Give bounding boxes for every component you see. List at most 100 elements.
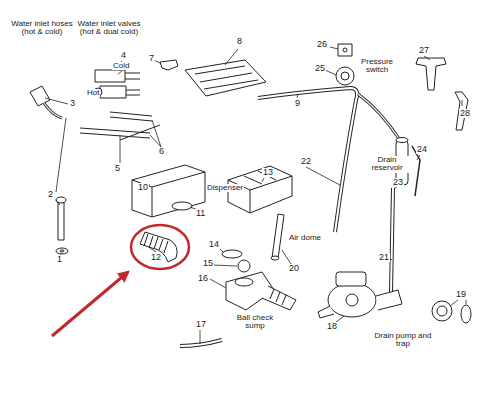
inlet-valve-stroke xyxy=(100,86,126,98)
pressure-hose xyxy=(258,88,357,232)
dispenser-top xyxy=(185,60,266,96)
inlet-valve-stroke xyxy=(125,73,140,95)
leader-line-stroke xyxy=(330,47,338,49)
pump-trap-stroke xyxy=(461,305,471,323)
dispenser-top-stroke xyxy=(195,66,258,89)
callout-number: 25 xyxy=(314,64,326,73)
valve-tube-stroke xyxy=(110,112,152,121)
clip xyxy=(160,60,178,70)
inlet-valve xyxy=(94,70,140,98)
callout-number: 27 xyxy=(418,46,430,55)
callout-number: 26 xyxy=(316,40,328,49)
part-name: Drain reservoir xyxy=(364,156,410,173)
part-name: Pressure switch xyxy=(356,58,398,75)
exploded-view-stroke xyxy=(30,44,471,346)
leader-line-stroke xyxy=(417,155,420,160)
callout-number: 2 xyxy=(47,190,54,199)
leader-line-stroke xyxy=(120,135,121,163)
leader-line xyxy=(45,47,466,344)
sump-stroke xyxy=(270,289,286,305)
callout-number: 1 xyxy=(56,255,63,264)
leader-line-stroke xyxy=(306,167,340,185)
callout-number: 16 xyxy=(197,274,209,283)
leader-line-stroke xyxy=(200,330,201,344)
leader-line-stroke xyxy=(150,248,156,252)
callout-number: 13 xyxy=(262,168,274,177)
leader-line-stroke xyxy=(424,56,430,60)
callout-number: 20 xyxy=(288,264,300,273)
air-dome-stroke xyxy=(271,256,279,260)
hose-stroke xyxy=(180,340,222,346)
drain-tube xyxy=(391,188,393,292)
drain-reservoir-stroke xyxy=(396,138,408,143)
callout-number: 23 xyxy=(392,178,404,187)
callout-number: 14 xyxy=(208,240,220,249)
leader-line-stroke xyxy=(450,300,466,306)
leader-line-stroke xyxy=(118,71,122,74)
inlet-valve-stroke xyxy=(95,70,125,82)
sump-stroke xyxy=(262,286,296,310)
callout-number: Hot xyxy=(86,89,100,97)
inlet-hose-stroke xyxy=(30,86,50,106)
pressure-hose-stroke xyxy=(258,88,357,232)
callout-number: 4 xyxy=(120,51,127,60)
callout-number: Cold xyxy=(112,62,130,70)
inlet-hose-stroke xyxy=(44,103,62,118)
callout-number: 12 xyxy=(150,253,162,262)
callout-number: 5 xyxy=(114,164,121,173)
pressure-switch-stroke xyxy=(338,44,352,56)
drain-tube-stroke xyxy=(391,188,393,292)
hose-stroke xyxy=(180,340,222,346)
drain-reservoir-stroke xyxy=(358,94,400,140)
drain-pump xyxy=(318,272,402,318)
pressure-switch xyxy=(336,44,354,85)
callout-number: 24 xyxy=(416,145,428,154)
highlight-arrow xyxy=(52,272,128,336)
drain-tube-stroke xyxy=(391,188,393,292)
inlet-hose-stroke xyxy=(58,200,64,240)
ring xyxy=(172,202,192,210)
callout-number: 21 xyxy=(378,253,390,262)
bellows-hose xyxy=(140,232,177,262)
highlight xyxy=(52,225,189,336)
ball xyxy=(238,260,250,272)
drain-pump-stroke xyxy=(346,294,358,306)
inlet-hose xyxy=(30,86,68,254)
callout-number: 18 xyxy=(326,322,338,331)
pressure-hose-stroke xyxy=(258,88,357,232)
part-name: Drain pump and trap xyxy=(370,332,436,349)
part-name: Ball check sump xyxy=(234,314,276,331)
part-name: Air dome xyxy=(284,234,326,242)
pump-trap xyxy=(432,301,471,323)
gasket xyxy=(222,250,242,258)
callout-number: 17 xyxy=(195,320,207,329)
part-name: Water inlet hoses (hot & cold) xyxy=(8,20,76,37)
bellows-hose-stroke xyxy=(140,232,177,262)
leader-line-stroke xyxy=(262,178,264,182)
leader-line-stroke xyxy=(325,70,336,75)
pump-trap-stroke xyxy=(437,306,447,316)
hose xyxy=(180,340,222,346)
callout-number: 10 xyxy=(137,183,149,192)
bracket xyxy=(416,58,446,90)
air-dome xyxy=(271,214,284,260)
callout-number: 7 xyxy=(148,54,155,63)
bellows-hose-stroke xyxy=(144,234,168,253)
inlet-hose-stroke xyxy=(60,250,64,252)
drain-pump-stroke xyxy=(318,306,334,318)
drain-pump-stroke xyxy=(328,283,376,317)
leader-line-stroke xyxy=(225,49,238,65)
leader-line-stroke xyxy=(213,265,237,266)
sump-stroke xyxy=(235,278,253,286)
pressure-switch-stroke xyxy=(343,48,347,52)
callout-number: 22 xyxy=(300,157,312,166)
leader-line-stroke xyxy=(282,250,291,264)
leader-line-stroke xyxy=(56,118,66,205)
pressure-switch-stroke xyxy=(336,67,354,85)
callout-number: 11 xyxy=(195,209,206,218)
callout-number: 28 xyxy=(459,109,471,118)
leader-line-stroke xyxy=(210,279,226,288)
callout-number: 15 xyxy=(202,259,214,268)
sump xyxy=(226,272,296,310)
